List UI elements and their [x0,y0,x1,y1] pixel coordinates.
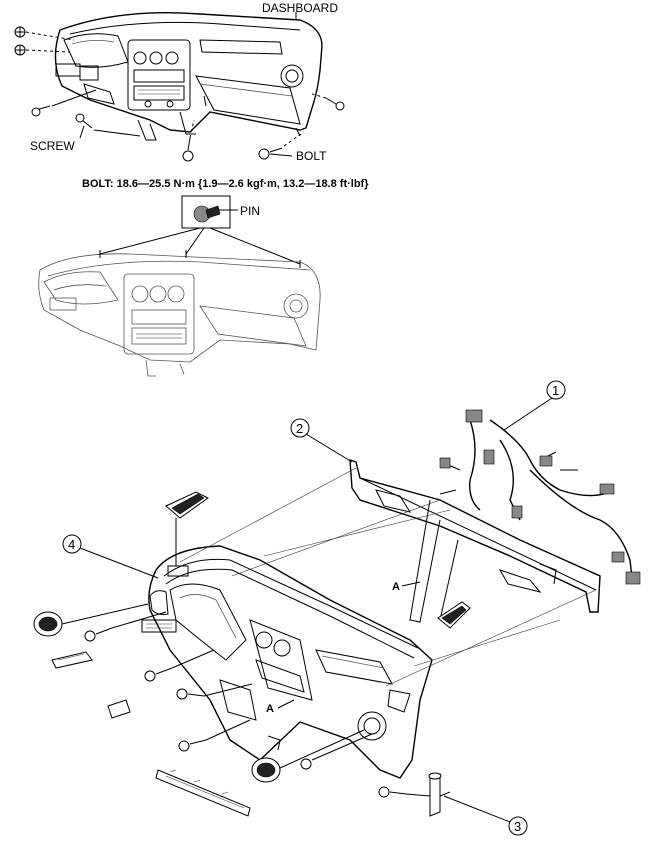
dashboard-label: DASHBOARD [262,1,338,15]
callout-4-number: 4 [68,537,75,552]
bolt-icon [258,147,283,160]
side-vent-right [437,601,471,629]
bolt-label: BOLT [296,149,327,163]
reference-a-lower [277,699,295,709]
clip-piece [107,699,131,719]
top-dashboard-diagram [14,12,345,162]
callout-1-number: 1 [552,383,559,398]
callout-3 [443,795,528,836]
reference-a-upper-label: A [392,581,400,593]
screw-icon [31,105,51,117]
trim-strip-left [51,651,93,669]
screw-icon [84,611,167,642]
screw-icon [378,786,431,798]
bolt-icon [182,137,194,162]
round-vent-left [33,603,149,637]
exploded-view-diagram [33,380,641,836]
callout-3-number: 3 [514,819,521,834]
pin-icon [193,205,221,223]
screw-label: SCREW [30,139,75,153]
dashboard-bracket [349,459,601,623]
dashboard-panel [141,545,433,779]
trim-strip-bottom [155,769,251,817]
alignment-lines [179,467,597,687]
callout-2-number: 2 [296,421,303,436]
screw-icon [178,719,251,752]
center-vent [165,491,209,577]
screw-icon [75,113,93,129]
middle-pin-diagram [38,195,321,377]
screw-icon [325,97,345,111]
screw-icon [176,683,253,700]
reference-a-upper [401,581,421,587]
callout-4 [62,534,159,579]
callout-2 [290,418,353,463]
round-vent-bottom [251,729,365,783]
screw-icon [300,733,373,770]
torque-spec: BOLT: 18.6—25.5 N·m {1.9—2.6 kgf·m, 13.2… [82,178,369,190]
screw-icon [144,649,215,682]
column-bolt [428,772,451,817]
screw-icon [14,26,26,38]
screw-icon [14,44,26,56]
wiring-harness [439,409,641,585]
reference-a-lower-label: A [266,703,274,715]
callout-1 [503,380,566,431]
pin-label: PIN [240,204,260,218]
